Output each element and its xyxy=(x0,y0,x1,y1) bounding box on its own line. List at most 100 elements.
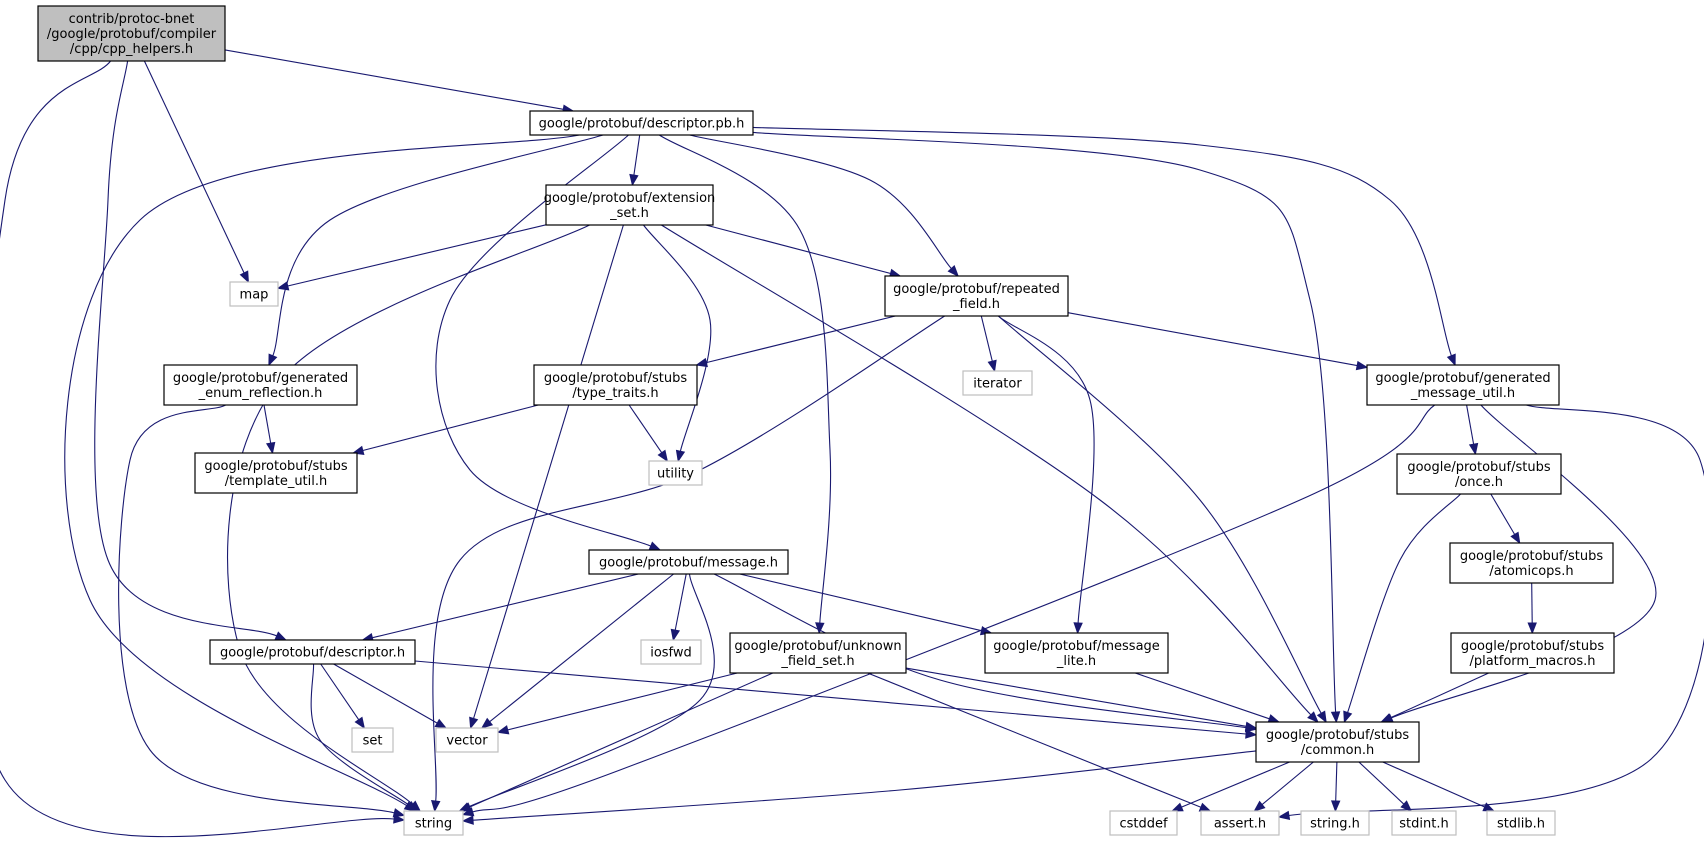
node-string: string xyxy=(403,810,464,836)
node-box xyxy=(1109,810,1178,836)
edge-common-to-assert xyxy=(1253,761,1314,812)
node-iterator: iterator xyxy=(962,370,1033,396)
arrowhead-icon xyxy=(434,718,448,729)
edge-descriptor-to-vector xyxy=(333,663,448,729)
arrowhead-icon xyxy=(1073,622,1083,635)
node-once[interactable]: google/protobuf/stubs/once.h xyxy=(1396,453,1562,495)
edge-line xyxy=(1288,404,1704,817)
edge-line xyxy=(706,315,896,364)
arrowhead-icon xyxy=(265,441,276,455)
edge-repeated_field-to-common xyxy=(998,315,1327,724)
arrowhead-icon xyxy=(675,449,686,463)
node-box xyxy=(984,632,1169,674)
node-label: map xyxy=(240,288,269,303)
edge-line xyxy=(705,224,891,275)
node-descriptor[interactable]: google/protobuf/descriptor.h xyxy=(209,639,416,665)
arrowhead-icon xyxy=(947,265,960,277)
edge-line xyxy=(1390,672,1489,719)
node-box xyxy=(648,460,703,486)
node-label: cstddef xyxy=(1119,817,1168,832)
node-label: stdlib.h xyxy=(1497,817,1545,832)
node-box xyxy=(1255,721,1420,763)
arrowhead-icon xyxy=(1316,710,1327,724)
node-common[interactable]: google/protobuf/stubs/common.h xyxy=(1255,721,1420,763)
edge-line xyxy=(628,404,663,454)
edge-line xyxy=(1347,493,1462,713)
arrowhead-icon xyxy=(1468,442,1479,456)
edge-line xyxy=(1067,312,1358,367)
edge-line xyxy=(658,134,832,624)
nodes-layer: contrib/protoc-bnet/google/protobuf/comp… xyxy=(37,5,1615,836)
node-box xyxy=(1200,810,1280,836)
edge-line xyxy=(432,315,945,802)
node-gen_msg_util[interactable]: google/protobuf/generated_message_util.h xyxy=(1366,364,1560,406)
edge-descriptor_pb-to-gen_msg_util xyxy=(752,126,1456,367)
edge-line xyxy=(143,60,245,274)
edge-line xyxy=(272,134,604,357)
edge-repeated_field-to-type_traits xyxy=(695,315,896,368)
edge-line xyxy=(362,404,539,452)
node-atomicops[interactable]: google/protobuf/stubs/atomicops.h xyxy=(1449,542,1614,584)
node-cstddef: cstddef xyxy=(1109,810,1178,836)
node-label: google/protobuf/stubs xyxy=(1460,549,1604,564)
node-label: google/protobuf/stubs xyxy=(1461,639,1605,654)
edge-line xyxy=(263,404,272,444)
edge-cpp_helpers-to-descriptor_pb xyxy=(224,49,575,114)
edge-extension_set-to-vector xyxy=(469,224,624,730)
arrowhead-icon xyxy=(1343,710,1353,724)
edge-line xyxy=(661,224,1312,716)
node-unknown_field_set[interactable]: google/protobuf/unknown_field_set.h xyxy=(729,632,907,674)
edge-line xyxy=(1466,404,1475,445)
arrowhead-icon xyxy=(987,359,997,373)
edge-line xyxy=(1490,493,1516,535)
node-label: /common.h xyxy=(1301,743,1374,758)
edge-line xyxy=(674,573,687,631)
edge-descriptor_pb-to-extension_set xyxy=(629,134,641,187)
node-box xyxy=(194,452,358,494)
edge-unknown_field_set-to-string xyxy=(459,672,774,812)
node-box xyxy=(37,5,226,62)
arrowhead-icon xyxy=(276,281,290,291)
node-label: _field_set.h xyxy=(780,654,854,669)
edge-line xyxy=(1181,761,1290,808)
edge-unknown_field_set-to-vector xyxy=(496,672,738,735)
arrowhead-icon xyxy=(1277,810,1291,821)
edge-repeated_field-to-message_lite xyxy=(997,315,1095,635)
edge-line xyxy=(372,573,639,639)
node-message_lite[interactable]: google/protobuf/message_lite.h xyxy=(984,632,1169,674)
node-box xyxy=(229,281,279,307)
edge-repeated_field-to-string xyxy=(431,315,945,813)
node-label: string xyxy=(415,817,452,832)
arrowhead-icon xyxy=(459,802,473,812)
node-label: stdint.h xyxy=(1399,817,1448,832)
node-type_traits[interactable]: google/protobuf/stubs/type_traits.h xyxy=(533,364,698,406)
edge-line xyxy=(472,750,1257,821)
arrowhead-icon xyxy=(1198,802,1212,812)
edge-common-to-cstddef xyxy=(1170,761,1290,812)
node-message[interactable]: google/protobuf/message.h xyxy=(588,549,789,575)
node-label: google/protobuf/stubs xyxy=(204,459,348,474)
edge-message-to-string xyxy=(458,573,715,812)
arrowhead-icon xyxy=(1245,729,1258,739)
edge-extension_set-to-repeated_field xyxy=(705,224,902,278)
edge-once-to-common xyxy=(1343,493,1462,724)
node-platform_macros[interactable]: google/protobuf/stubs/platform_macros.h xyxy=(1450,632,1615,674)
edge-line xyxy=(1261,761,1314,806)
node-label: google/protobuf/unknown xyxy=(734,639,901,654)
node-cpp_helpers[interactable]: contrib/protoc-bnet/google/protobuf/comp… xyxy=(37,5,226,62)
node-extension_set[interactable]: google/protobuf/extension_set.h xyxy=(544,184,716,226)
edge-cpp_helpers-to-map xyxy=(143,60,249,284)
edge-line xyxy=(435,134,652,547)
node-repeated_field[interactable]: google/protobuf/repeated_field.h xyxy=(884,275,1069,317)
arrowhead-icon xyxy=(657,449,669,463)
edge-line xyxy=(0,60,395,838)
node-box xyxy=(545,184,714,226)
node-box xyxy=(533,364,698,406)
node-gen_enum_refl[interactable]: google/protobuf/generated_enum_reflectio… xyxy=(163,364,358,406)
edge-line xyxy=(633,134,641,176)
node-template_util[interactable]: google/protobuf/stubs/template_util.h xyxy=(194,452,358,494)
edge-line xyxy=(752,126,1452,356)
edge-unknown_field_set-to-common xyxy=(905,667,1258,731)
edge-extension_set-to-utility xyxy=(643,224,712,463)
node-descriptor_pb[interactable]: google/protobuf/descriptor.pb.h xyxy=(529,110,754,136)
